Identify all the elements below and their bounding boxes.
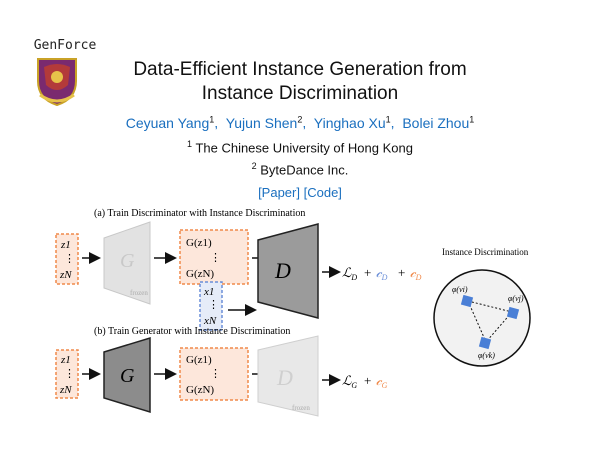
loss-g: ℒG <box>342 373 357 390</box>
panel-a-title: (a) Train Discriminator with Instance Di… <box>94 208 305 219</box>
title-line-2: Instance Discrimination <box>201 83 399 104</box>
discriminator-a <box>257 223 319 319</box>
node-vj <box>506 306 520 320</box>
loss-cr-real: 𝒸D <box>376 266 388 282</box>
zN-label-b: zN <box>59 384 72 396</box>
z1-label-b: z1 <box>60 354 71 366</box>
generator-frozen-a <box>103 221 151 305</box>
phi-vj-label: φ(vj) <box>508 294 524 303</box>
embedding-sphere <box>433 269 531 367</box>
author-link-2[interactable]: Yinghao Xu1 <box>313 114 391 131</box>
generated-box-a <box>179 229 249 285</box>
generator-b <box>103 336 151 414</box>
latent-box-b <box>55 349 79 399</box>
generated-box-b <box>179 347 249 401</box>
frozen-label-a: frozen <box>130 289 148 297</box>
plus-3: + <box>364 373 371 388</box>
dots-gz-b: ⋮ <box>210 368 221 380</box>
gz1-label-a: G(z1) <box>186 237 212 249</box>
gzN-label-a: G(zN) <box>186 268 214 280</box>
loss-cr-fake: 𝒸D <box>410 266 422 282</box>
real-box <box>199 281 223 331</box>
frozen-label-b: frozen <box>292 404 310 412</box>
g-label-a: G <box>120 250 135 272</box>
g-label-b: G <box>120 365 135 387</box>
university-crest-icon <box>37 58 77 107</box>
zN-label-a: zN <box>59 269 72 281</box>
title-line-1: Data-Efficient Instance Generation from <box>133 59 467 80</box>
plus-2: + <box>398 265 405 280</box>
paper-link[interactable]: [Paper] <box>258 185 300 201</box>
genforce-logo: GenForce <box>32 38 98 112</box>
page-title: Data-Efficient Instance Generation from … <box>0 58 600 106</box>
edge-j-k <box>485 311 513 343</box>
node-vi <box>460 294 474 308</box>
dots-gz-a: ⋮ <box>210 252 221 264</box>
loss-cr-g: 𝒸G <box>376 374 388 390</box>
dots-b: ⋮ <box>64 368 75 380</box>
discriminator-frozen-b <box>257 335 319 417</box>
edge-i-k <box>467 300 487 343</box>
logo-text: GenForce <box>33 38 97 53</box>
affiliation-1: 1 The Chinese University of Hong Kong <box>187 138 413 155</box>
d-label-a: D <box>274 258 291 283</box>
xN-label: xN <box>203 315 217 327</box>
author-link-3[interactable]: Bolei Zhou1 <box>402 114 475 131</box>
header: Data-Efficient Instance Generation from … <box>0 58 600 200</box>
author-link-0[interactable]: Ceyuan Yang1 <box>125 114 215 131</box>
links: [Paper] [Code] <box>0 185 600 200</box>
plus-1: + <box>364 265 371 280</box>
dots-a: ⋮ <box>64 253 75 265</box>
node-vk <box>478 336 492 350</box>
panel-b-title: (b) Train Generator with Instance Discri… <box>94 326 290 337</box>
inst-title: Instance Discrimination <box>442 247 529 257</box>
authors-list: Ceyuan Yang1, Yujun Shen2, Yinghao Xu1, … <box>125 114 475 131</box>
loss-d: ℒD <box>342 265 357 282</box>
dots-x: ⋮ <box>208 299 219 311</box>
phi-vi-label: φ(vi) <box>452 285 468 294</box>
z1-label-a: z1 <box>60 239 71 251</box>
gzN-label-b: G(zN) <box>186 384 214 396</box>
x1-label: x1 <box>203 286 214 298</box>
affiliation-2: 2 ByteDance Inc. <box>251 160 349 178</box>
latent-box-a <box>55 233 79 285</box>
author-link-1[interactable]: Yujun Shen2 <box>225 114 303 131</box>
code-link[interactable]: [Code] <box>303 185 342 201</box>
gz1-label-b: G(z1) <box>186 354 212 366</box>
phi-vk-label: φ(vk) <box>478 351 495 360</box>
edge-i-j <box>467 300 513 313</box>
d-label-b: D <box>276 365 293 390</box>
method-figure: (a) Train Discriminator with Instance Di… <box>55 208 531 417</box>
